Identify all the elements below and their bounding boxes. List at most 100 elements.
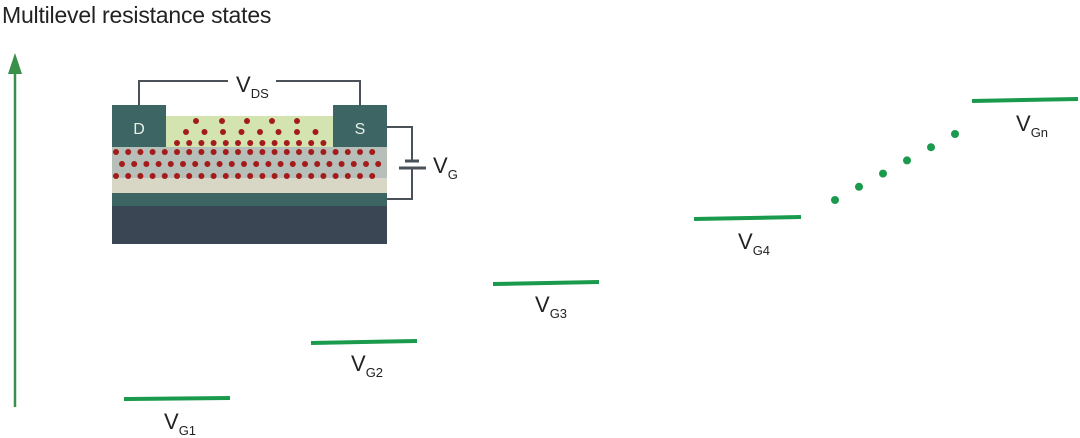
vg-wire-top <box>387 126 413 160</box>
ion-dot <box>357 149 363 155</box>
level-label: VG2 <box>351 351 383 380</box>
ion-dot <box>296 173 302 179</box>
vds-wire-right <box>276 80 361 105</box>
ion-dot <box>222 173 229 179</box>
diagram-title: Multilevel resistance states <box>2 2 272 28</box>
ion-dot <box>271 173 278 179</box>
resistance-axis-arrow <box>8 53 22 407</box>
ion-dot <box>257 129 263 135</box>
ion-dot <box>155 161 162 167</box>
ion-dot <box>375 161 382 167</box>
ion-dot <box>219 118 225 124</box>
vg-label: VG <box>433 153 458 182</box>
ion-dot <box>228 161 235 167</box>
vg-subscript: G <box>448 167 458 182</box>
ion-dot <box>265 161 272 167</box>
transistor-device: D S VDS VG <box>112 72 458 244</box>
gate-layer <box>112 193 387 206</box>
ion-dot <box>149 173 156 179</box>
ion-dot <box>186 140 193 146</box>
ion-dot <box>314 161 321 167</box>
ion-dot <box>113 149 119 155</box>
level-vg2: VG2 <box>310 339 418 380</box>
ion-dot <box>269 118 275 124</box>
ion-dot <box>149 149 156 155</box>
ellipsis-dot <box>927 143 935 152</box>
ion-dot <box>271 140 278 146</box>
ion-dot <box>235 173 241 179</box>
ion-dot <box>216 161 223 167</box>
ion-dot <box>161 149 168 155</box>
ion-dot <box>302 161 308 167</box>
level-line <box>492 280 600 286</box>
ion-dot <box>344 173 351 179</box>
ion-dot <box>186 149 193 155</box>
ion-dot <box>198 140 205 146</box>
level-vg4: VG4 <box>693 215 802 258</box>
ellipsis-dots <box>831 130 959 204</box>
substrate-layer <box>112 206 387 244</box>
ion-dot <box>220 129 226 135</box>
ion-dot <box>210 173 217 179</box>
ion-dot <box>113 173 119 179</box>
level-line <box>971 97 1079 103</box>
level-vg1: VG1 <box>123 396 231 438</box>
level-label: VG1 <box>164 409 196 438</box>
ion-dot <box>332 149 339 155</box>
ion-dot <box>289 161 296 167</box>
ion-dot <box>193 118 199 124</box>
level-vgn: VGn <box>971 97 1079 140</box>
level-line <box>310 339 418 345</box>
resistance-levels: VG1 VG2 VG3 VG4 VGn <box>123 97 1079 438</box>
buffer-layer <box>112 178 387 193</box>
ion-dot <box>369 173 376 179</box>
source-electrode <box>333 105 387 147</box>
ion-dot <box>283 173 290 179</box>
ion-dot <box>210 140 217 146</box>
level-line <box>123 396 231 401</box>
ion-dot <box>294 118 300 124</box>
ion-dot <box>174 149 180 155</box>
vg-symbol: V <box>433 153 448 178</box>
ion-dot <box>253 161 260 167</box>
ion-dot <box>283 140 290 146</box>
vds-wire-left <box>138 80 228 105</box>
ion-dot <box>161 173 168 179</box>
ion-dot <box>308 173 315 179</box>
ion-dot <box>338 161 345 167</box>
ion-dot <box>119 161 125 167</box>
ion-dot <box>137 149 144 155</box>
ion-dot <box>125 149 132 155</box>
level-line <box>693 215 802 221</box>
ion-dot <box>167 161 174 167</box>
ion-dot <box>344 149 351 155</box>
ion-dot <box>271 149 278 155</box>
ion-dot <box>174 173 180 179</box>
level-label: VGn <box>1016 111 1048 140</box>
ion-dot <box>198 173 205 179</box>
ion-dot <box>143 161 150 167</box>
ellipsis-dot <box>951 130 959 138</box>
vds-subscript: DS <box>251 86 269 101</box>
ellipsis-dot <box>879 169 887 178</box>
ion-dot <box>247 140 254 146</box>
ion-dot <box>320 173 327 179</box>
ion-dot <box>363 161 369 167</box>
ion-dot <box>235 149 241 155</box>
ion-dot <box>174 140 180 146</box>
ion-dot <box>259 173 266 179</box>
ion-dot <box>296 140 302 146</box>
ion-dot <box>241 161 247 167</box>
level-label: VG4 <box>738 229 770 258</box>
ion-dot <box>183 129 189 135</box>
source-label: S <box>355 121 366 138</box>
ion-dot <box>332 173 339 179</box>
ion-dot <box>238 129 245 135</box>
ion-dot <box>180 161 186 167</box>
drain-electrode <box>112 105 166 147</box>
ion-dot <box>137 173 144 179</box>
ion-dot <box>357 173 363 179</box>
ion-dot <box>204 161 211 167</box>
ion-dot <box>201 129 208 135</box>
